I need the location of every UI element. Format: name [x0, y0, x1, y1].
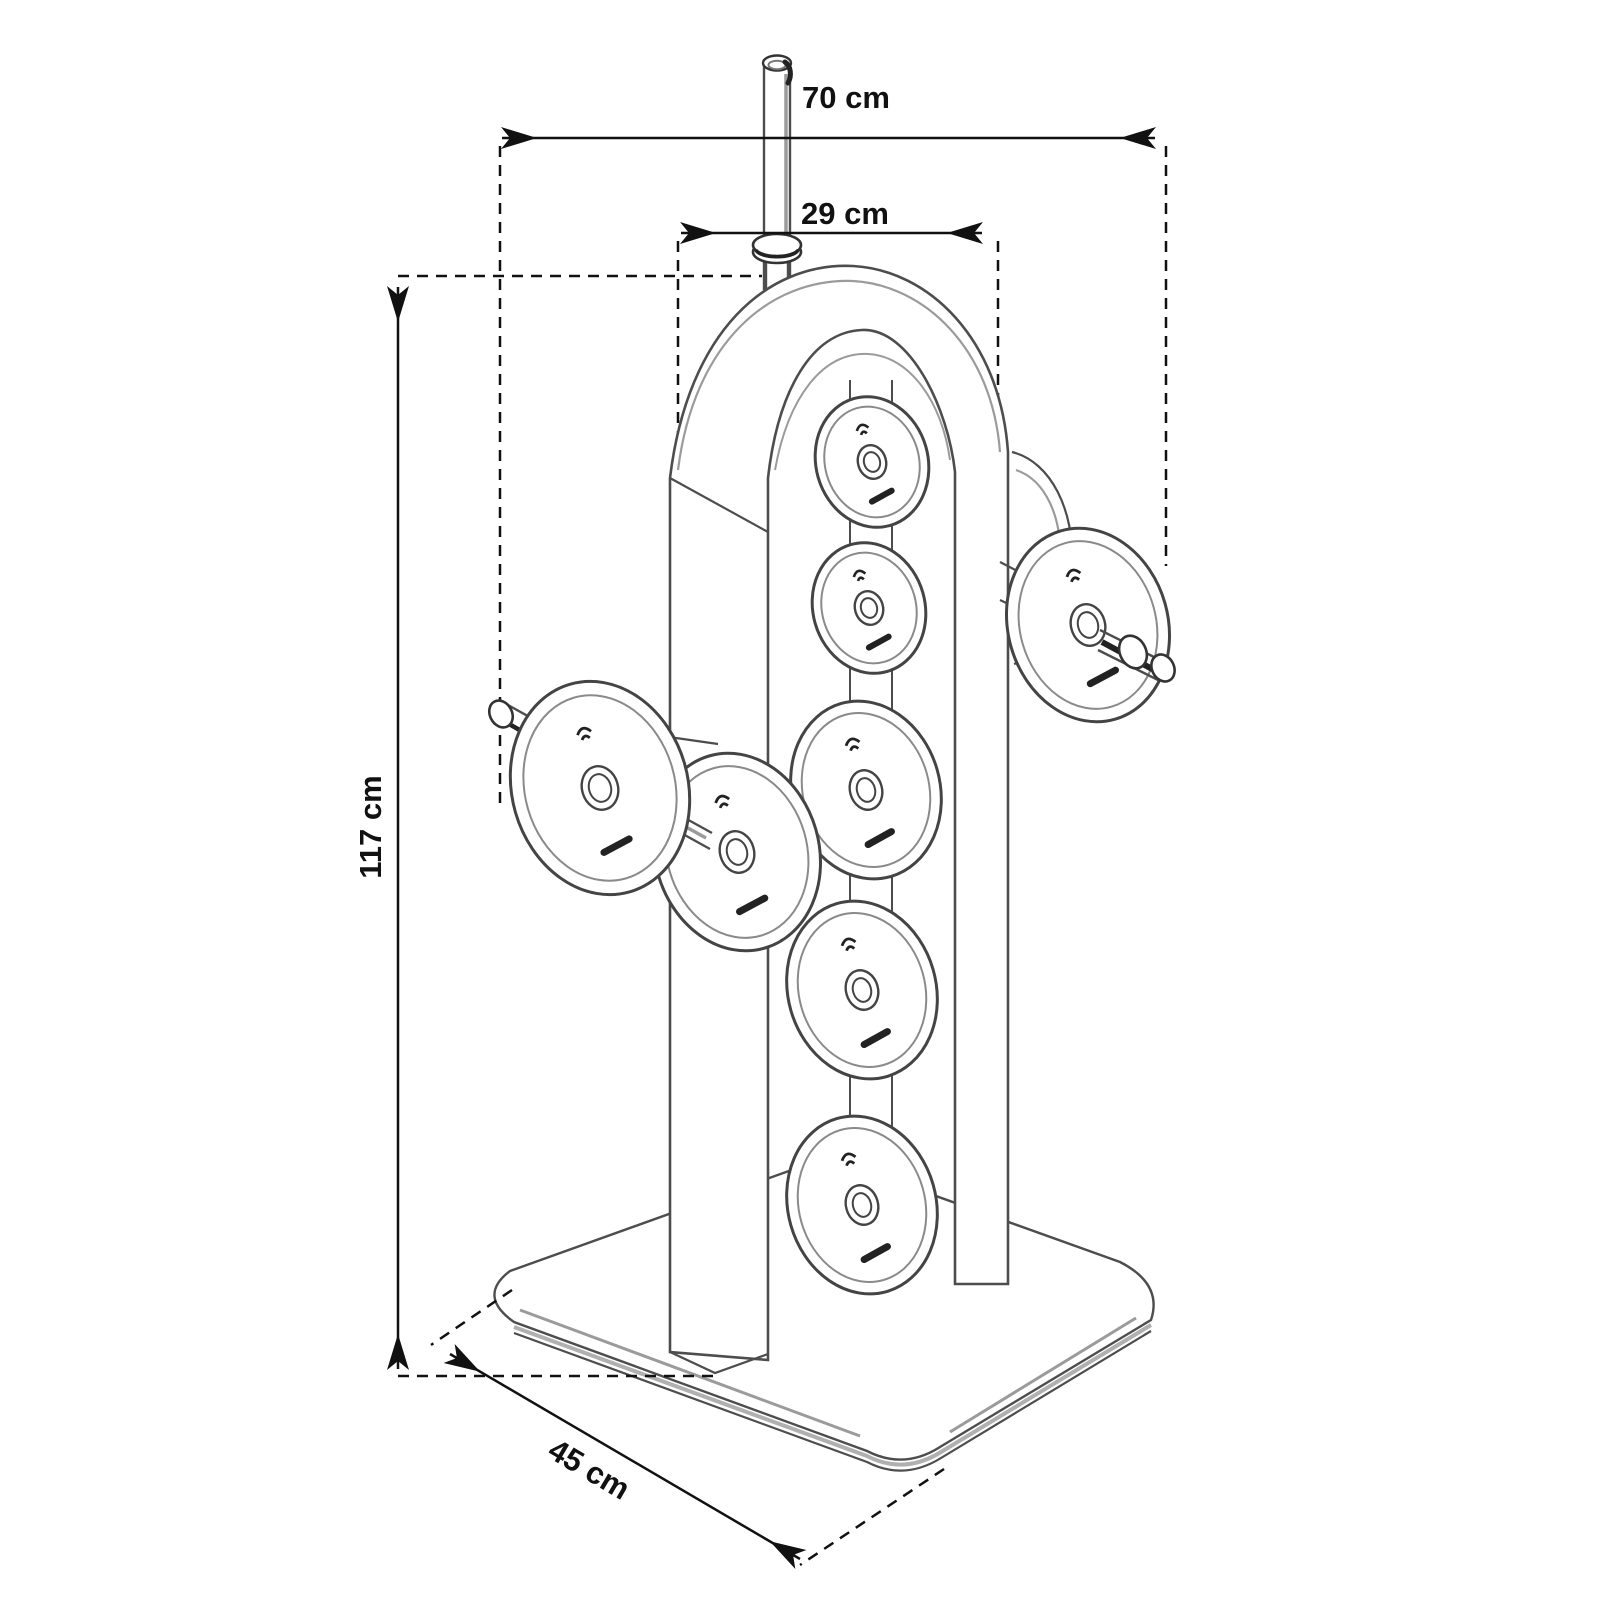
left-dumbbell: [487, 679, 823, 953]
extension-line-45cm-left: [430, 1288, 513, 1347]
weight-plate: [810, 541, 928, 675]
plate-hub: [718, 830, 756, 874]
rear-arch-line: [774, 352, 951, 471]
dimension-label-45cm: 45 cm: [542, 1432, 636, 1507]
dimension-line-45cm: [443, 1344, 807, 1569]
base-bottom-edge: [513, 1330, 1152, 1472]
plate-hub: [856, 444, 888, 480]
extension-line-45cm-right: [799, 1467, 945, 1567]
dimension-label-70cm: 70 cm: [802, 80, 890, 115]
arch-shading: [676, 279, 1002, 471]
base-side-shading: [513, 1323, 1153, 1467]
weight-plate: [651, 751, 823, 953]
top-pole: [751, 54, 803, 298]
brand-logo-mark: [844, 737, 861, 752]
plate-hub: [844, 969, 880, 1011]
weight-plate: [508, 679, 692, 897]
weight-marking: [864, 828, 895, 849]
plate-hub: [853, 590, 885, 626]
plate-stack: [785, 395, 943, 1296]
dimension-lines: [387, 127, 1156, 1569]
brand-logo-mark: [576, 726, 592, 741]
weight-plate: [1004, 526, 1172, 724]
plate-hub: [848, 769, 884, 811]
brand-logo-mark: [1065, 568, 1082, 583]
tower-silhouette: [668, 264, 1010, 1362]
arch-band-edge: [669, 477, 769, 533]
weight-marking: [1086, 666, 1120, 688]
dimension-label-117cm: 117 cm: [353, 775, 388, 878]
plate-hub: [1069, 603, 1107, 647]
brand-logo-mark: [714, 794, 731, 809]
weight-marking: [868, 487, 895, 505]
weight-plate: [789, 699, 943, 881]
weight-plate: [785, 899, 939, 1081]
brand-logo-mark: [840, 1152, 857, 1167]
weight-plate: [785, 1114, 939, 1296]
plate-hub: [844, 1184, 880, 1226]
bar-collar: [1117, 634, 1149, 670]
right-dumbbell: [1004, 526, 1176, 724]
bar-end-cap: [1150, 653, 1176, 683]
brand-logo-mark: [840, 937, 857, 952]
brand-logo-mark: [852, 569, 867, 582]
bar-end-cap: [487, 699, 515, 729]
weight-marking: [860, 1243, 891, 1264]
dimension-label-29cm: 29 cm: [801, 196, 889, 231]
weight-marking: [865, 633, 892, 651]
weight-marking: [736, 894, 769, 916]
weight-marking: [600, 835, 633, 856]
weight-marking: [860, 1028, 891, 1049]
brand-logo-mark: [855, 423, 870, 436]
weight-plate: [813, 395, 931, 529]
